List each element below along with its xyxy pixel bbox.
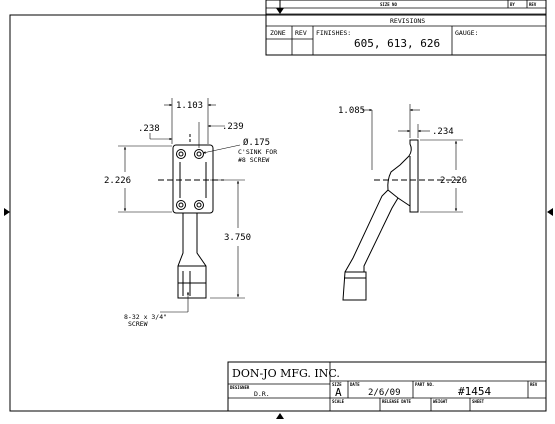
designer-value: D.R.: [254, 390, 270, 398]
zone-label: ZONE: [270, 29, 286, 37]
bottom-right-hole: [194, 200, 204, 210]
right-center-marker: [547, 208, 553, 216]
dim-width-label: 1.103: [176, 101, 203, 111]
rev-top-label-4: REV: [529, 2, 537, 7]
top-right-hole: [194, 149, 204, 159]
drawing-border: [9, 14, 547, 412]
left-center-marker: [4, 208, 10, 216]
stop-rod: [177, 213, 207, 299]
dim-thickness-label: .234: [432, 127, 454, 137]
bottom-center-marker: [276, 413, 284, 419]
dim-projection-label: 1.085: [338, 106, 365, 116]
dim-length-label: 3.750: [224, 233, 251, 243]
sheet-label: SHEET: [472, 399, 485, 404]
part-no-label: PART NO.: [415, 382, 434, 387]
date-label: DATE: [350, 382, 360, 387]
hole-callout-line3: #8 SCREW: [238, 156, 269, 164]
designer-label: DESIGNER: [230, 385, 250, 390]
gauge-label: GAUGE:: [455, 29, 478, 37]
side-view-labels: 1.085 .234 2.226: [338, 106, 467, 186]
bottom-left-hole: [176, 200, 186, 210]
top-left-hole: [176, 149, 186, 159]
title-block: DON-JO MFG. INC. DESIGNER D.R. SIZE A DA…: [227, 361, 547, 412]
rev-top-label-0: SIZE NO: [380, 2, 397, 7]
side-arm-lower: [363, 197, 399, 272]
revisions-title: REVISIONS: [390, 17, 425, 25]
rev-top-label-3: BY: [510, 2, 515, 7]
mounting-plate: [172, 144, 214, 214]
side-plate: [387, 139, 419, 213]
size-value: A: [335, 386, 342, 399]
company-name: DON-JO MFG. INC.: [232, 367, 340, 380]
rubber-tip: [342, 271, 367, 301]
hole-callout-line1: Ø.175: [243, 137, 270, 148]
weight-label: WEIGHT: [433, 399, 448, 404]
date-value: 2/6/09: [368, 388, 401, 398]
size-label: SIZE: [332, 382, 342, 387]
rev-column-label: REV: [295, 29, 307, 37]
finishes-label: FINISHES:: [316, 29, 351, 37]
screw-callout-line1: 8-32 x 3/4": [124, 313, 167, 321]
rev-label: REV: [530, 382, 538, 387]
release-date-label: RELEASE DATE: [382, 399, 411, 404]
dim-right-offset-label: .239: [222, 122, 244, 132]
front-view: [118, 98, 245, 313]
finishes-value: 605, 613, 626: [354, 37, 440, 50]
front-view-labels: 1.103 .238 .239 Ø.175 C'SINK FOR #8 SCRE…: [104, 101, 277, 328]
side-arm-upper: [344, 189, 389, 273]
side-view: [342, 104, 463, 301]
scale-label: SCALE: [332, 399, 345, 404]
hole-callout-line2: C'SINK FOR: [238, 148, 277, 156]
dim-height-label: 2.226: [104, 176, 131, 186]
top-center-marker: [276, 8, 284, 14]
dim-left-offset-label: .238: [138, 124, 160, 134]
zone-markers: [4, 0, 553, 419]
revisions-block: SIZE NO BY REV REVISIONS ZONE REV FINISH…: [265, 0, 547, 56]
screw-callout-line2: SCREW: [128, 320, 148, 328]
part-no-value: #1454: [458, 385, 491, 398]
side-dim-height-label: 2.226: [440, 176, 467, 186]
